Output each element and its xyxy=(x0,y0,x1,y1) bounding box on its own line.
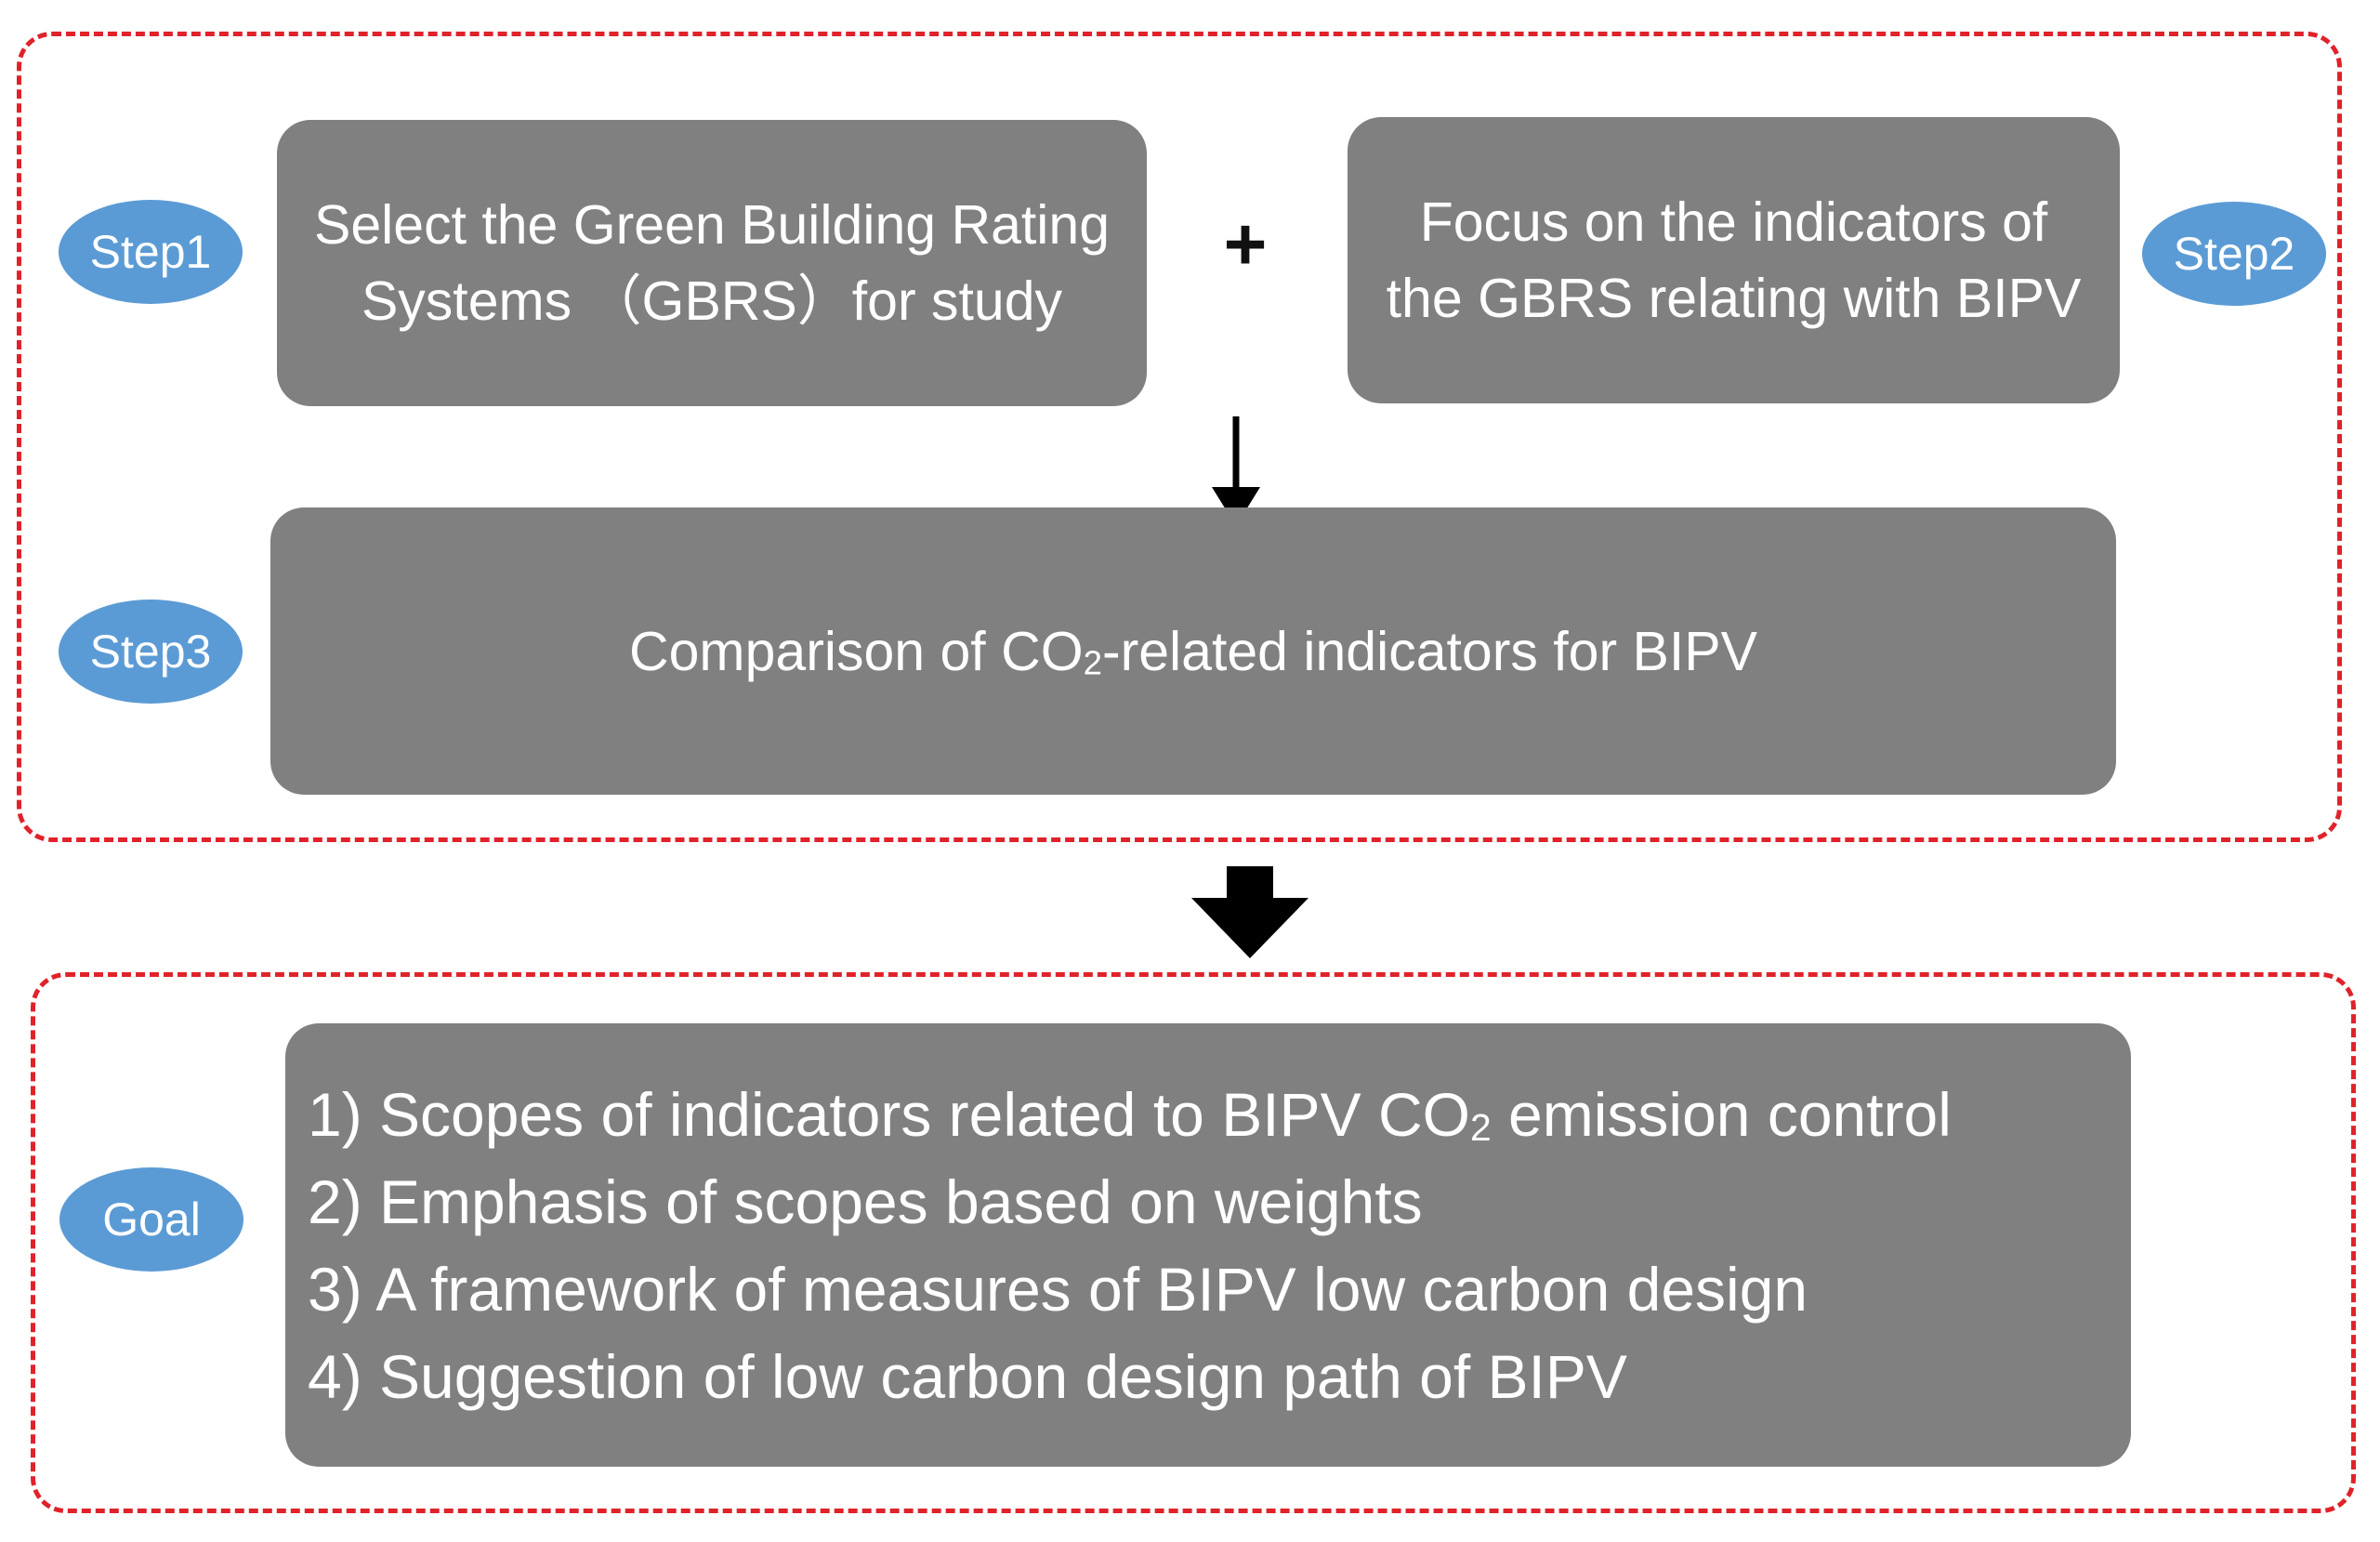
step1-badge: Step1 xyxy=(59,200,243,304)
step3-text-subscript: 2 xyxy=(1083,642,1102,681)
goal-badge-label: Goal xyxy=(102,1193,201,1245)
plus-symbol: + xyxy=(1223,203,1268,285)
goal-frame xyxy=(31,972,2356,1513)
steps-frame xyxy=(17,32,2342,842)
step3-text-main: Comparison of CO xyxy=(629,620,1084,682)
step2-box: Focus on the indicators of the GBRS rela… xyxy=(1348,117,2120,403)
step1-text-line1: Select the Green Building Rating xyxy=(313,194,1111,256)
goal-item-1-subscript: 2 xyxy=(1469,1105,1492,1149)
step2-badge-label: Step2 xyxy=(2173,228,2295,280)
goal-item-4: 4) Suggestion of low carbon design path … xyxy=(308,1341,1627,1411)
goal-item-1-rest: emission control xyxy=(1491,1079,1952,1149)
step2-text-line2: the GBRS relating with BIPV xyxy=(1386,268,2082,329)
step1-text-line2: Systems （GBRS）for study xyxy=(361,270,1063,332)
step2-text-line1: Focus on the indicators of xyxy=(1419,191,2048,253)
step3-text: Comparison of CO2-related indicators for… xyxy=(629,613,1757,690)
step2-badge: Step2 xyxy=(2142,202,2326,306)
goal-item-2: 2) Emphasis of scopes based on weights xyxy=(308,1166,1423,1236)
goal-item-1: 1) Scopes of indicators related to BIPV … xyxy=(308,1071,1952,1158)
step3-text-rest: -related indicators for BIPV xyxy=(1101,620,1757,682)
down-arrow-bold xyxy=(1191,866,1308,958)
goal-item-3: 3) A framework of measures of BIPV low c… xyxy=(308,1254,1808,1324)
goal-box: 1) Scopes of indicators related to BIPV … xyxy=(285,1023,2131,1467)
goal-item-1-main: 1) Scopes of indicators related to BIPV … xyxy=(308,1079,1470,1149)
goal-badge: Goal xyxy=(59,1167,243,1272)
step1-box: Select the Green Building Rating Systems… xyxy=(277,120,1147,406)
step3-badge: Step3 xyxy=(59,600,243,704)
down-arrow-thin xyxy=(1212,416,1260,526)
step1-badge-label: Step1 xyxy=(89,226,212,278)
step3-box: Comparison of CO2-related indicators for… xyxy=(270,507,2116,795)
step3-badge-label: Step3 xyxy=(89,626,212,678)
